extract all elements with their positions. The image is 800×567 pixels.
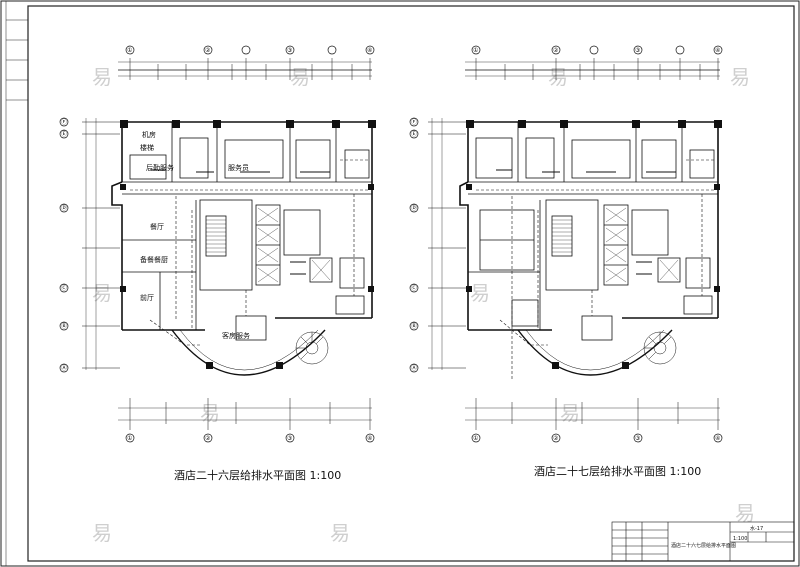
watermark: 易 xyxy=(330,521,350,545)
room-label: 服务员 xyxy=(228,163,249,172)
watermark-layer: 易 易 易 易 易 易 易 易 易 易 易 xyxy=(92,65,755,545)
room-labels: 机房 楼梯 后勤服务 服务员 餐厅 备餐餐厨 前厅 客房服务 xyxy=(140,130,250,340)
svg-text:③: ③ xyxy=(287,435,292,442)
grid-bubbles-top xyxy=(471,45,723,55)
room-label: 前厅 xyxy=(140,293,154,302)
svg-text:④: ④ xyxy=(715,435,720,442)
plan-title-27: 酒店二十七层给排水平面图 1:100 xyxy=(534,465,702,478)
svg-text:Ⓔ: Ⓔ xyxy=(61,130,67,138)
watermark: 易 xyxy=(560,401,580,425)
watermark: 易 xyxy=(92,65,112,89)
spiral-stair xyxy=(295,331,329,365)
svg-text:④: ④ xyxy=(715,47,720,54)
svg-text:Ⓕ: Ⓕ xyxy=(411,118,417,126)
watermark: 易 xyxy=(200,401,220,425)
room-label: 机房 xyxy=(142,130,156,139)
svg-text:③: ③ xyxy=(635,435,640,442)
grid-bubbles-bottom xyxy=(125,433,375,443)
floor-plan-27 xyxy=(409,45,723,443)
title-block-scale: 1:100 xyxy=(733,536,747,542)
watermark: 易 xyxy=(470,281,490,305)
grid-bubbles-left xyxy=(59,117,69,373)
svg-text:Ⓑ: Ⓑ xyxy=(61,322,67,330)
svg-text:②: ② xyxy=(205,47,211,54)
svg-text:Ⓒ: Ⓒ xyxy=(411,284,417,292)
watermark: 易 xyxy=(730,65,750,89)
svg-text:③: ③ xyxy=(287,47,292,54)
svg-text:Ⓕ: Ⓕ xyxy=(61,118,67,126)
svg-text:Ⓑ: Ⓑ xyxy=(411,322,417,330)
watermark: 易 xyxy=(735,501,755,525)
room-label: 备餐餐厨 xyxy=(140,255,168,264)
grid-bubbles-bottom xyxy=(471,433,723,443)
svg-text:①: ① xyxy=(473,47,478,54)
svg-text:Ⓓ: Ⓓ xyxy=(411,204,417,212)
watermark: 易 xyxy=(92,281,112,305)
svg-text:①: ① xyxy=(473,435,478,442)
floor-plan-26 xyxy=(59,45,376,443)
room-label: 后勤服务 xyxy=(146,163,174,172)
grid-labels-right-plan: ① ② ③ ④ ① ② ③ ④ Ⓕ Ⓔ Ⓓ Ⓒ Ⓑ Ⓐ xyxy=(411,47,720,442)
title-block xyxy=(611,521,795,562)
svg-text:Ⓐ: Ⓐ xyxy=(61,364,67,372)
svg-text:Ⓔ: Ⓔ xyxy=(411,130,417,138)
grid-labels-left-plan: ① ② ③ ④ ① ② ③ ④ Ⓕ Ⓔ Ⓓ Ⓒ Ⓑ Ⓐ xyxy=(61,47,372,442)
watermark: 易 xyxy=(92,521,112,545)
svg-text:①: ① xyxy=(127,435,132,442)
room-label: 客房服务 xyxy=(222,331,250,340)
svg-text:④: ④ xyxy=(367,47,372,54)
svg-text:②: ② xyxy=(553,435,559,442)
svg-text:①: ① xyxy=(127,47,132,54)
svg-text:Ⓒ: Ⓒ xyxy=(61,284,67,292)
title-block-drawing-name: 酒店二十六七层给排水平面图 xyxy=(671,542,736,549)
plan-title-26: 酒店二十六层给排水平面图 1:100 xyxy=(174,469,342,482)
spiral-stair xyxy=(643,331,677,365)
svg-text:③: ③ xyxy=(635,47,640,54)
room-label: 楼梯 xyxy=(140,143,154,152)
svg-text:②: ② xyxy=(205,435,211,442)
svg-text:④: ④ xyxy=(367,435,372,442)
watermark: 易 xyxy=(290,65,310,89)
room-label: 餐厅 xyxy=(150,222,164,231)
svg-text:②: ② xyxy=(553,47,559,54)
svg-text:Ⓓ: Ⓓ xyxy=(61,204,67,212)
grid-bubbles-top xyxy=(125,45,375,55)
svg-text:Ⓐ: Ⓐ xyxy=(411,364,417,372)
title-block-drawing-no: 水-17 xyxy=(750,525,763,532)
grid-bubbles-left xyxy=(409,117,419,373)
watermark: 易 xyxy=(548,65,568,89)
